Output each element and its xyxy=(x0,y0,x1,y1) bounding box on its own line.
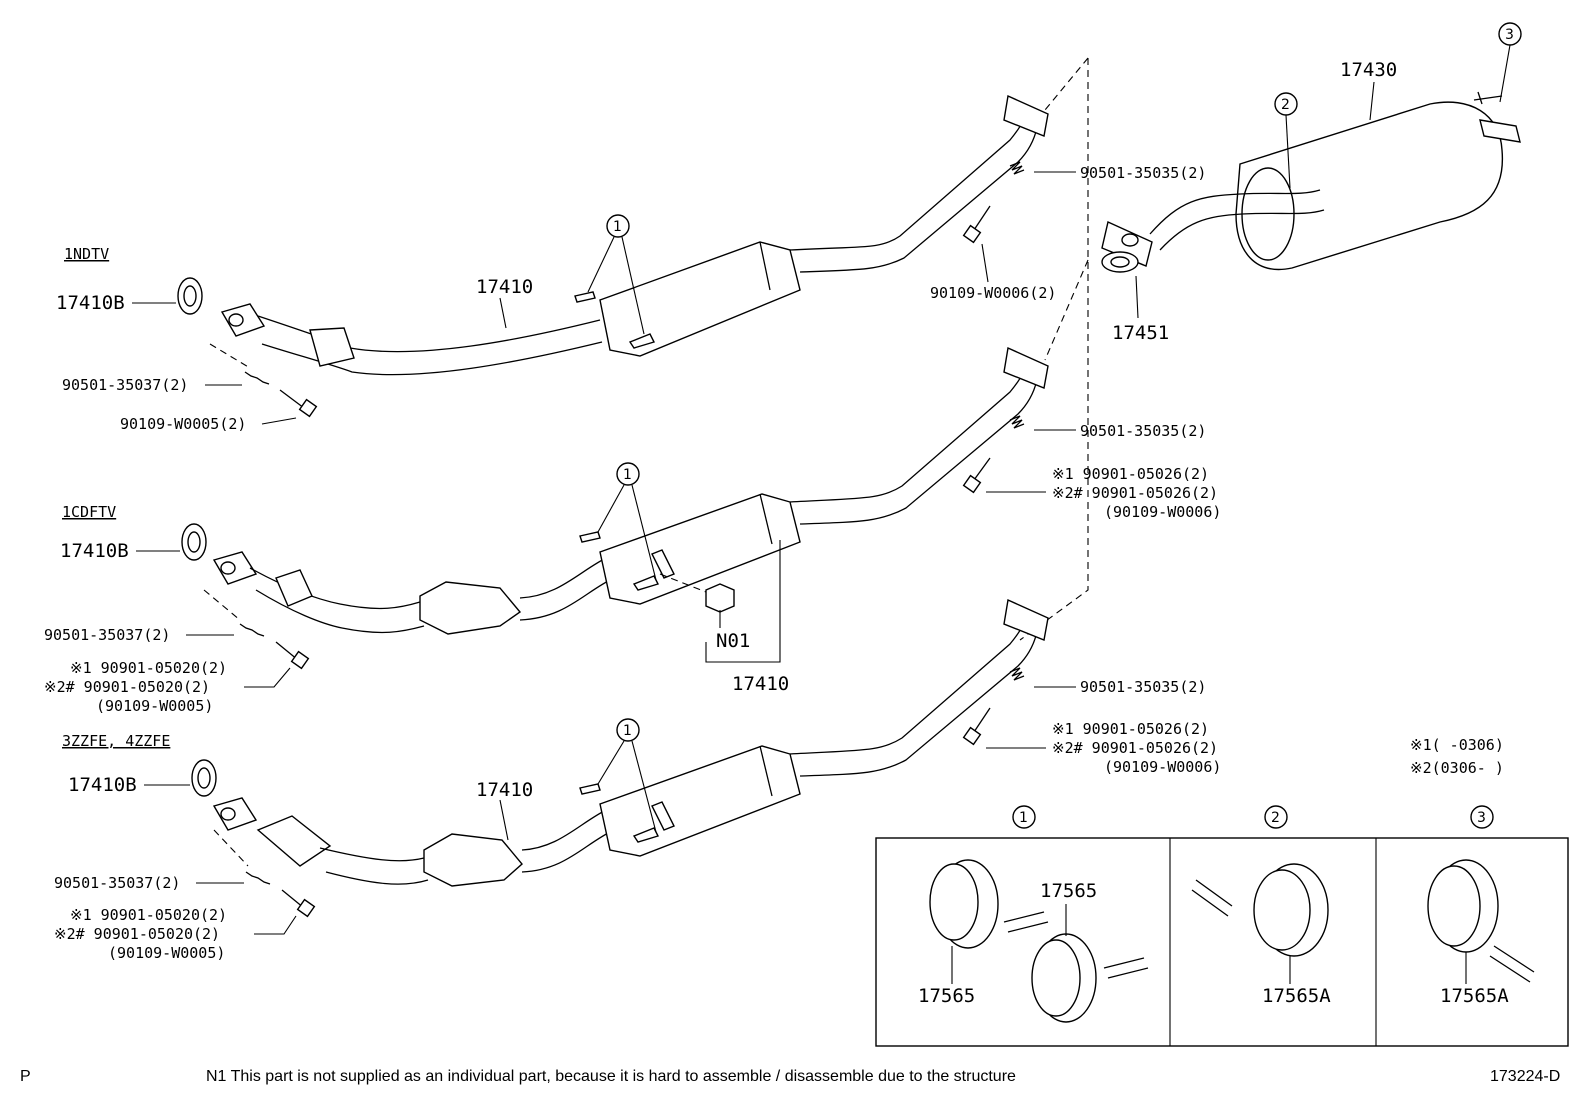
alignment-dashed-line-mid xyxy=(1044,259,1089,361)
muffler-assembly xyxy=(1101,91,1521,273)
part-label-17410-1: 17410 xyxy=(476,276,533,298)
detail-callout-1: 1 xyxy=(1019,810,1028,826)
footer-diagram-code: 173224-D xyxy=(1490,1068,1560,1085)
footer-page-marker: P xyxy=(20,1068,31,1085)
part-label-17410b-1: 17410B xyxy=(56,292,125,314)
bolt-label-rear-1: 90109-W0006(2) xyxy=(930,284,1056,302)
gasket-label-rear-2: 90501-35035(2) xyxy=(1080,422,1206,440)
note1-label-front-2: ※1 90901-05020(2) xyxy=(70,659,227,677)
note2-label-rear-2: ※2# 90901-05026(2) xyxy=(1052,484,1218,502)
detail-callout-2: 2 xyxy=(1271,810,1280,826)
note2-label-rear-3: ※2# 90901-05026(2) xyxy=(1052,739,1218,757)
callout-1-b: 1 xyxy=(623,467,632,483)
legend-note-1: ※1( -0306) xyxy=(1410,736,1504,754)
detail-label-17565-b: 17565 xyxy=(918,985,975,1007)
part-label-17430: 17430 xyxy=(1340,59,1397,81)
alt-label-rear-3: (90109-W0006) xyxy=(1104,758,1221,776)
part-label-17451: 17451 xyxy=(1112,322,1169,344)
engine-label-1ndtv: 1NDTV xyxy=(64,245,109,263)
note2-label-front-2: ※2# 90901-05020(2) xyxy=(44,678,210,696)
note1-label-rear-3: ※1 90901-05026(2) xyxy=(1052,720,1209,738)
assembly-3zzfe-4zzfe xyxy=(191,598,1049,918)
bolt-label-front-1: 90109-W0005(2) xyxy=(120,415,246,433)
gasket-label-rear-3: 90501-35035(2) xyxy=(1080,678,1206,696)
note1-label-front-3: ※1 90901-05020(2) xyxy=(70,906,227,924)
detail-panel: 1 2 3 17565 17565 17565A 17565A xyxy=(875,805,1569,1047)
alt-label-front-3: (90109-W0005) xyxy=(108,944,225,962)
part-label-17410-3: 17410 xyxy=(476,779,533,801)
detail-label-17565a-2: 17565A xyxy=(1262,985,1331,1007)
legend-note-2: ※2(0306- ) xyxy=(1410,759,1504,777)
gasket-label-front-2: 90501-35037(2) xyxy=(44,626,170,644)
engine-label-1cdftv: 1CDFTV xyxy=(62,503,116,521)
gasket-label-front-3: 90501-35037(2) xyxy=(54,874,180,892)
callout-1-a: 1 xyxy=(613,219,622,235)
alignment-dashed-line-top xyxy=(1044,57,1089,111)
detail-callout-3: 3 xyxy=(1477,810,1486,826)
detail-label-17565a-3: 17565A xyxy=(1440,985,1509,1007)
detail-label-17565-a: 17565 xyxy=(1040,880,1097,902)
note2-label-front-3: ※2# 90901-05020(2) xyxy=(54,925,220,943)
part-label-17410b-2: 17410B xyxy=(60,540,129,562)
engine-label-3zzfe-4zzfe: 3ZZFE, 4ZZFE xyxy=(62,732,170,750)
part-label-n01: N01 xyxy=(716,630,750,652)
alt-label-rear-2: (90109-W0006) xyxy=(1104,503,1221,521)
part-label-17410-2: 17410 xyxy=(732,673,789,695)
part-label-17410b-3: 17410B xyxy=(68,774,137,796)
callouts: 1 1 1 2 3 xyxy=(587,22,1522,833)
footer-note: N1 This part is not supplied as an indiv… xyxy=(206,1068,1016,1085)
gasket-label-front-1: 90501-35037(2) xyxy=(62,376,188,394)
assembly-1ndtv xyxy=(177,94,1049,418)
callout-3: 3 xyxy=(1505,27,1514,43)
gasket-label-rear-1: 90501-35035(2) xyxy=(1080,164,1206,182)
note1-label-rear-2: ※1 90901-05026(2) xyxy=(1052,465,1209,483)
alt-label-front-2: (90109-W0005) xyxy=(96,697,213,715)
callout-2: 2 xyxy=(1281,97,1290,113)
assembly-1cdftv xyxy=(181,346,1049,670)
callout-1-c: 1 xyxy=(623,723,632,739)
